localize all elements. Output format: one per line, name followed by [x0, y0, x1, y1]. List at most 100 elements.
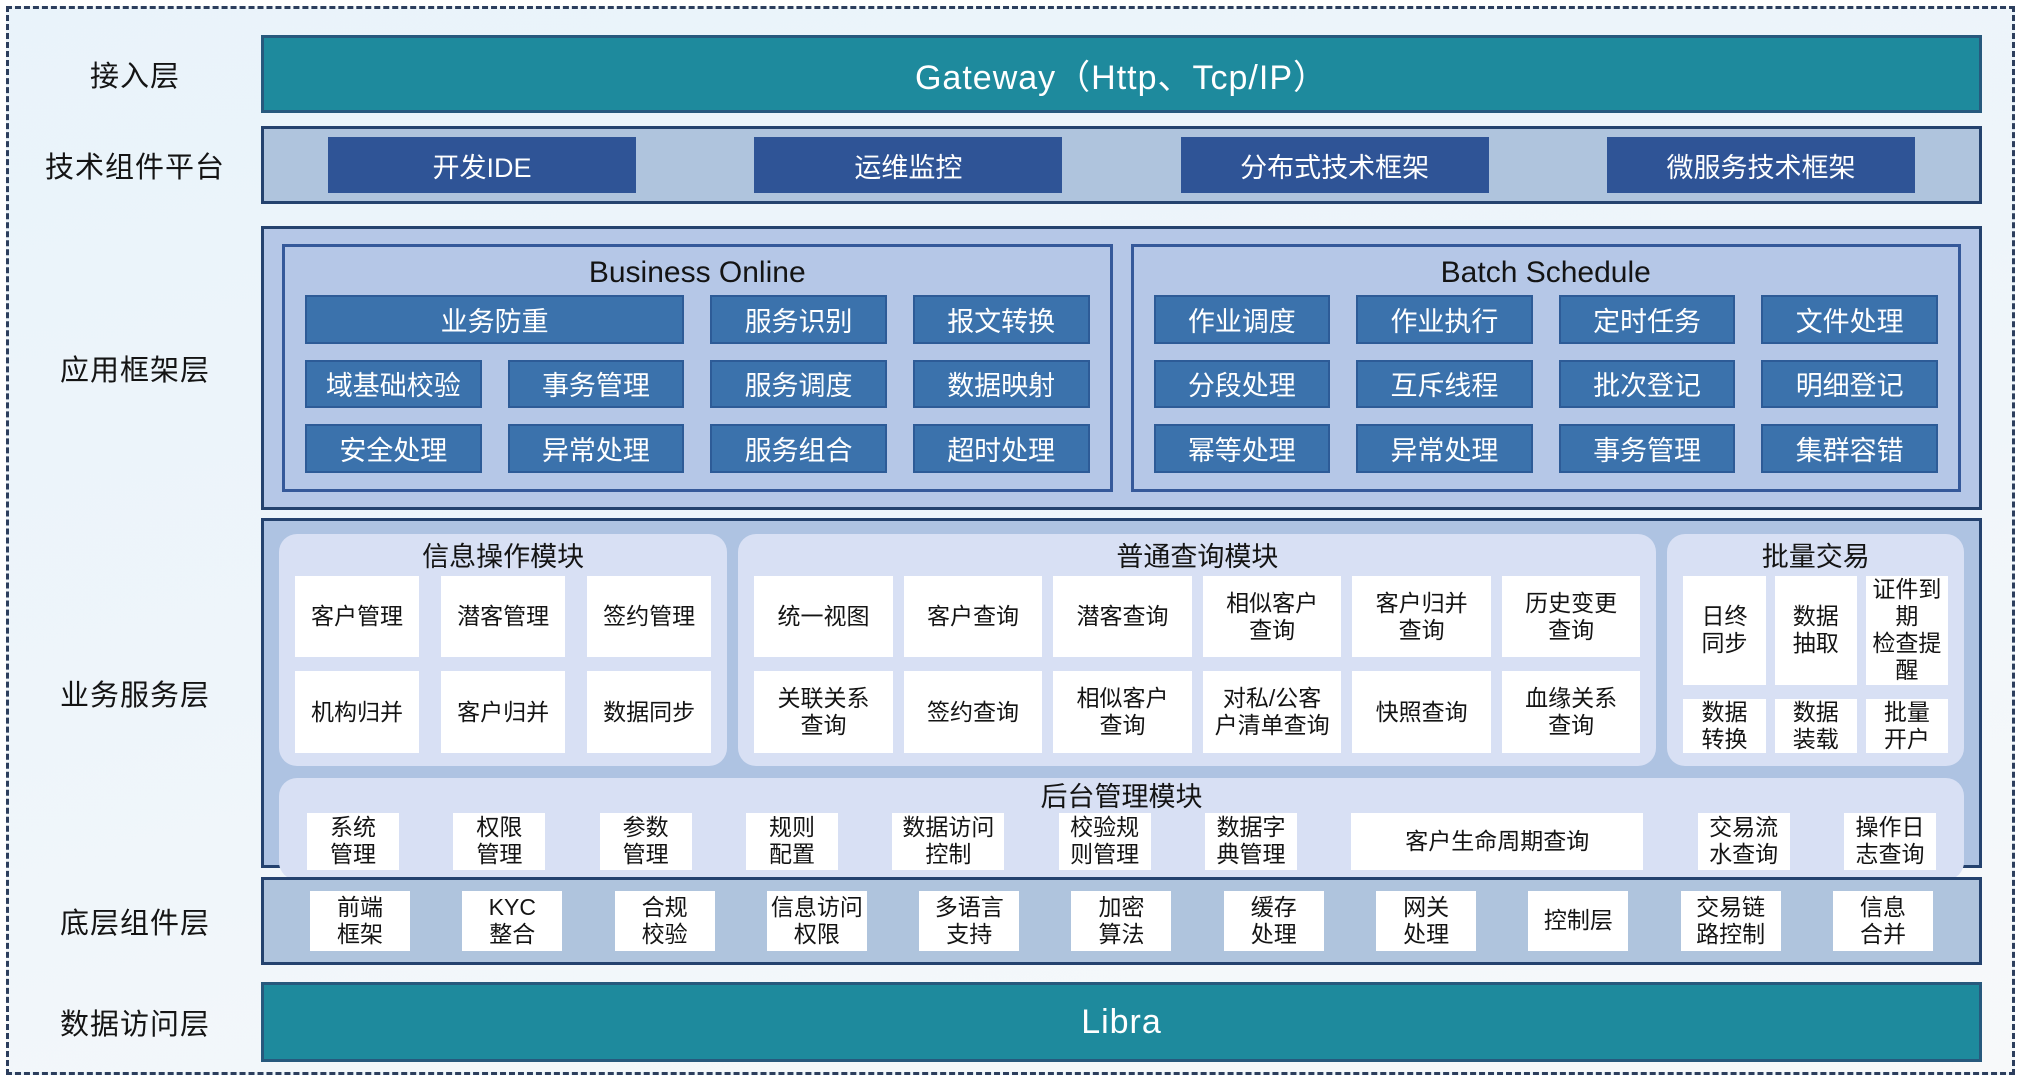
common-query-module-title: 普通查询模块	[1116, 542, 1279, 572]
framework-block: 服务组合	[710, 424, 887, 473]
service-cell: 数据 转换	[1683, 698, 1766, 753]
info-operation-grid: 客户管理 潜客管理 签约管理 机构归并 客户归并 数据同步	[295, 576, 712, 753]
batch-schedule-title: Batch Schedule	[1440, 256, 1651, 289]
business-online-title: Business Online	[588, 256, 806, 289]
framework-block: 集群容错	[1761, 424, 1938, 473]
layer-label-access: 接入层	[89, 61, 180, 93]
service-cell: 相似客户 查询	[1202, 576, 1342, 658]
common-query-grid: 统一视图 客户查询 潜客查询 相似客户 查询 客户归并 查询 历史变更 查询 关…	[754, 576, 1641, 753]
component-cell: 缓存 处理	[1223, 891, 1324, 951]
framework-block: 定时任务	[1558, 295, 1736, 344]
info-operation-module: 信息操作模块 客户管理 潜客管理 签约管理 机构归并 客户归并 数据同步	[279, 534, 728, 766]
layer-row-data-access: 数据访问层 Libra	[9, 982, 1982, 1062]
component-cell: 信息访问 权限	[766, 891, 867, 951]
framework-block: 异常处理	[1356, 424, 1533, 473]
framework-block: 文件处理	[1761, 295, 1938, 344]
business-modules-row: 信息操作模块 客户管理 潜客管理 签约管理 机构归并 客户归并 数据同步 普通查…	[279, 534, 1964, 766]
service-cell: 相似客户 查询	[1053, 671, 1192, 753]
service-cell: 日终 同步	[1683, 576, 1766, 685]
layer-row-tech-platform: 技术组件平台 开发IDE 运维监控 分布式技术框架 微服务技术框架	[9, 126, 1982, 204]
business-online-panel: Business Online 业务防重 服务识别 报文转换 域基础校验 事务管…	[282, 244, 1113, 492]
app-framework-panel: Business Online 业务防重 服务识别 报文转换 域基础校验 事务管…	[261, 226, 1982, 510]
service-cell: 快照查询	[1352, 671, 1491, 753]
service-cell: 数据 装载	[1774, 698, 1857, 753]
component-cell: 合规 校验	[614, 891, 715, 951]
layer-label-data-access: 数据访问层	[59, 1009, 210, 1041]
service-cell: 规则 配置	[745, 812, 838, 870]
framework-block: 分段处理	[1153, 359, 1331, 409]
service-cell: 统一视图	[754, 576, 893, 658]
architecture-diagram: 接入层 Gateway（Http、Tcp/IP） 技术组件平台 开发IDE 运维…	[6, 6, 2015, 1075]
business-online-grid: 业务防重 服务识别 报文转换 域基础校验 事务管理 服务调度 数据映射 安全处理…	[305, 295, 1090, 473]
component-cell: 信息 合并	[1832, 891, 1933, 951]
service-cell: 参数 管理	[599, 812, 692, 870]
service-cell: 客户查询	[903, 576, 1043, 658]
framework-block: 作业执行	[1356, 295, 1533, 344]
framework-block: 服务调度	[710, 359, 887, 409]
framework-block: 数据映射	[912, 359, 1090, 409]
gateway-bar: Gateway（Http、Tcp/IP）	[261, 35, 1982, 113]
service-cell: 潜客查询	[1053, 576, 1192, 658]
base-components-panel: 前端 框架 KYC 整合 合规 校验 信息访问 权限 多语言 支持 加密 算法 …	[261, 877, 1982, 965]
batch-trade-grid: 日终 同步 数据 抽取 证件到期 检查提醒 数据 转换 数据 装载 批量 开户	[1683, 576, 1948, 753]
framework-block: 事务管理	[1558, 424, 1736, 473]
layer-row-app-framework: 应用框架层 Business Online 业务防重 服务识别 报文转换 域基础…	[9, 226, 1982, 510]
service-cell: 数据 抽取	[1774, 576, 1857, 685]
business-service-panel: 信息操作模块 客户管理 潜客管理 签约管理 机构归并 客户归并 数据同步 普通查…	[261, 518, 1982, 880]
service-cell: 签约查询	[903, 671, 1043, 753]
framework-block: 超时处理	[912, 424, 1090, 473]
common-query-module: 普通查询模块 统一视图 客户查询 潜客查询 相似客户 查询 客户归并 查询 历史…	[738, 534, 1657, 766]
admin-module-title: 后台管理模块	[1040, 781, 1203, 812]
admin-cells-row: 系统 管理 权限 管理 参数 管理 规则 配置 数据访问 控制 校验规 则管理 …	[307, 812, 1936, 870]
service-cell: 客户归并	[441, 671, 566, 753]
layer-row-business-service: 业务服务层 信息操作模块 客户管理 潜客管理 签约管理 机构归并 客户归并 数据…	[9, 518, 1982, 880]
service-cell: 操作日 志查询	[1843, 812, 1936, 870]
component-cell: KYC 整合	[462, 891, 563, 951]
framework-block: 安全处理	[305, 424, 482, 473]
service-cell: 潜客管理	[441, 576, 566, 658]
service-cell: 数据访问 控制	[892, 812, 1005, 870]
service-cell: 交易流 水查询	[1697, 812, 1790, 870]
service-cell: 证件到期 检查提醒	[1865, 576, 1948, 685]
layer-label-base-components: 底层组件层	[59, 908, 210, 940]
service-cell: 血缘关系 查询	[1501, 671, 1641, 753]
framework-block: 服务识别	[710, 295, 887, 344]
framework-block: 明细登记	[1761, 359, 1938, 409]
service-cell: 签约管理	[587, 576, 712, 658]
layer-label-tech-platform: 技术组件平台	[44, 152, 225, 184]
tech-platform-panel: 开发IDE 运维监控 分布式技术框架 微服务技术框架	[261, 126, 1982, 204]
tech-block-dev-ide: 开发IDE	[328, 137, 636, 193]
framework-block: 批次登记	[1558, 359, 1736, 409]
service-cell: 客户归并 查询	[1352, 576, 1491, 658]
batch-schedule-grid: 作业调度 作业执行 定时任务 文件处理 分段处理 互斥线程 批次登记 明细登记 …	[1153, 295, 1938, 473]
framework-block: 业务防重	[305, 295, 685, 344]
tech-block-ops-monitor: 运维监控	[754, 137, 1063, 193]
service-cell: 机构归并	[295, 671, 420, 753]
service-cell: 数据同步	[587, 671, 712, 753]
tech-block-distributed-framework: 分布式技术框架	[1180, 137, 1489, 193]
layer-label-app-framework: 应用框架层	[59, 355, 210, 387]
layer-row-access: 接入层 Gateway（Http、Tcp/IP）	[9, 35, 1982, 113]
component-cell: 控制层	[1528, 891, 1629, 951]
component-cell: 交易链 路控制	[1680, 891, 1781, 951]
layer-row-base-components: 底层组件层 前端 框架 KYC 整合 合规 校验 信息访问 权限 多语言 支持 …	[9, 877, 1982, 965]
layer-label-business-service: 业务服务层	[59, 680, 210, 712]
framework-block: 报文转换	[912, 295, 1090, 344]
service-cell: 对私/公客 户清单查询	[1202, 671, 1342, 753]
component-cell: 前端 框架	[310, 891, 410, 951]
component-cell: 加密 算法	[1071, 891, 1172, 951]
batch-trade-module: 批量交易 日终 同步 数据 抽取 证件到期 检查提醒 数据 转换 数据 装载 批…	[1667, 534, 1964, 766]
service-cell: 系统 管理	[307, 812, 399, 870]
libra-bar: Libra	[261, 982, 1982, 1062]
framework-block: 域基础校验	[305, 359, 482, 409]
framework-block: 作业调度	[1153, 295, 1331, 344]
framework-block: 幂等处理	[1153, 424, 1331, 473]
batch-trade-module-title: 批量交易	[1761, 542, 1870, 572]
admin-module: 后台管理模块 系统 管理 权限 管理 参数 管理 规则 配置 数据访问 控制 校…	[279, 777, 1964, 880]
service-cell: 客户生命周期查询	[1351, 812, 1644, 870]
service-cell: 权限 管理	[453, 812, 546, 870]
service-cell: 关联关系 查询	[754, 671, 893, 753]
service-cell: 客户管理	[295, 576, 420, 658]
service-cell: 数据字 典管理	[1204, 812, 1297, 870]
batch-schedule-panel: Batch Schedule 作业调度 作业执行 定时任务 文件处理 分段处理 …	[1130, 244, 1961, 492]
